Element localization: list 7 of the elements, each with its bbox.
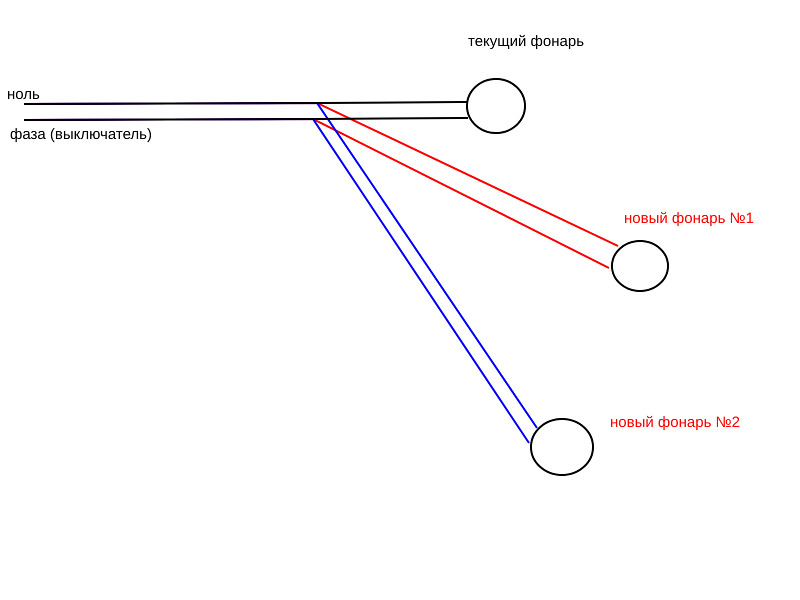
- wire-label: ноль: [7, 86, 40, 103]
- lamp-label: новый фонарь №2: [610, 414, 740, 431]
- wire: [24, 117, 468, 121]
- wire-label: фаза (выключатель): [10, 126, 152, 143]
- lamp-label: новый фонарь №1: [624, 210, 754, 227]
- lamp-label: текущий фонарь: [468, 33, 584, 50]
- wire: [24, 101, 467, 105]
